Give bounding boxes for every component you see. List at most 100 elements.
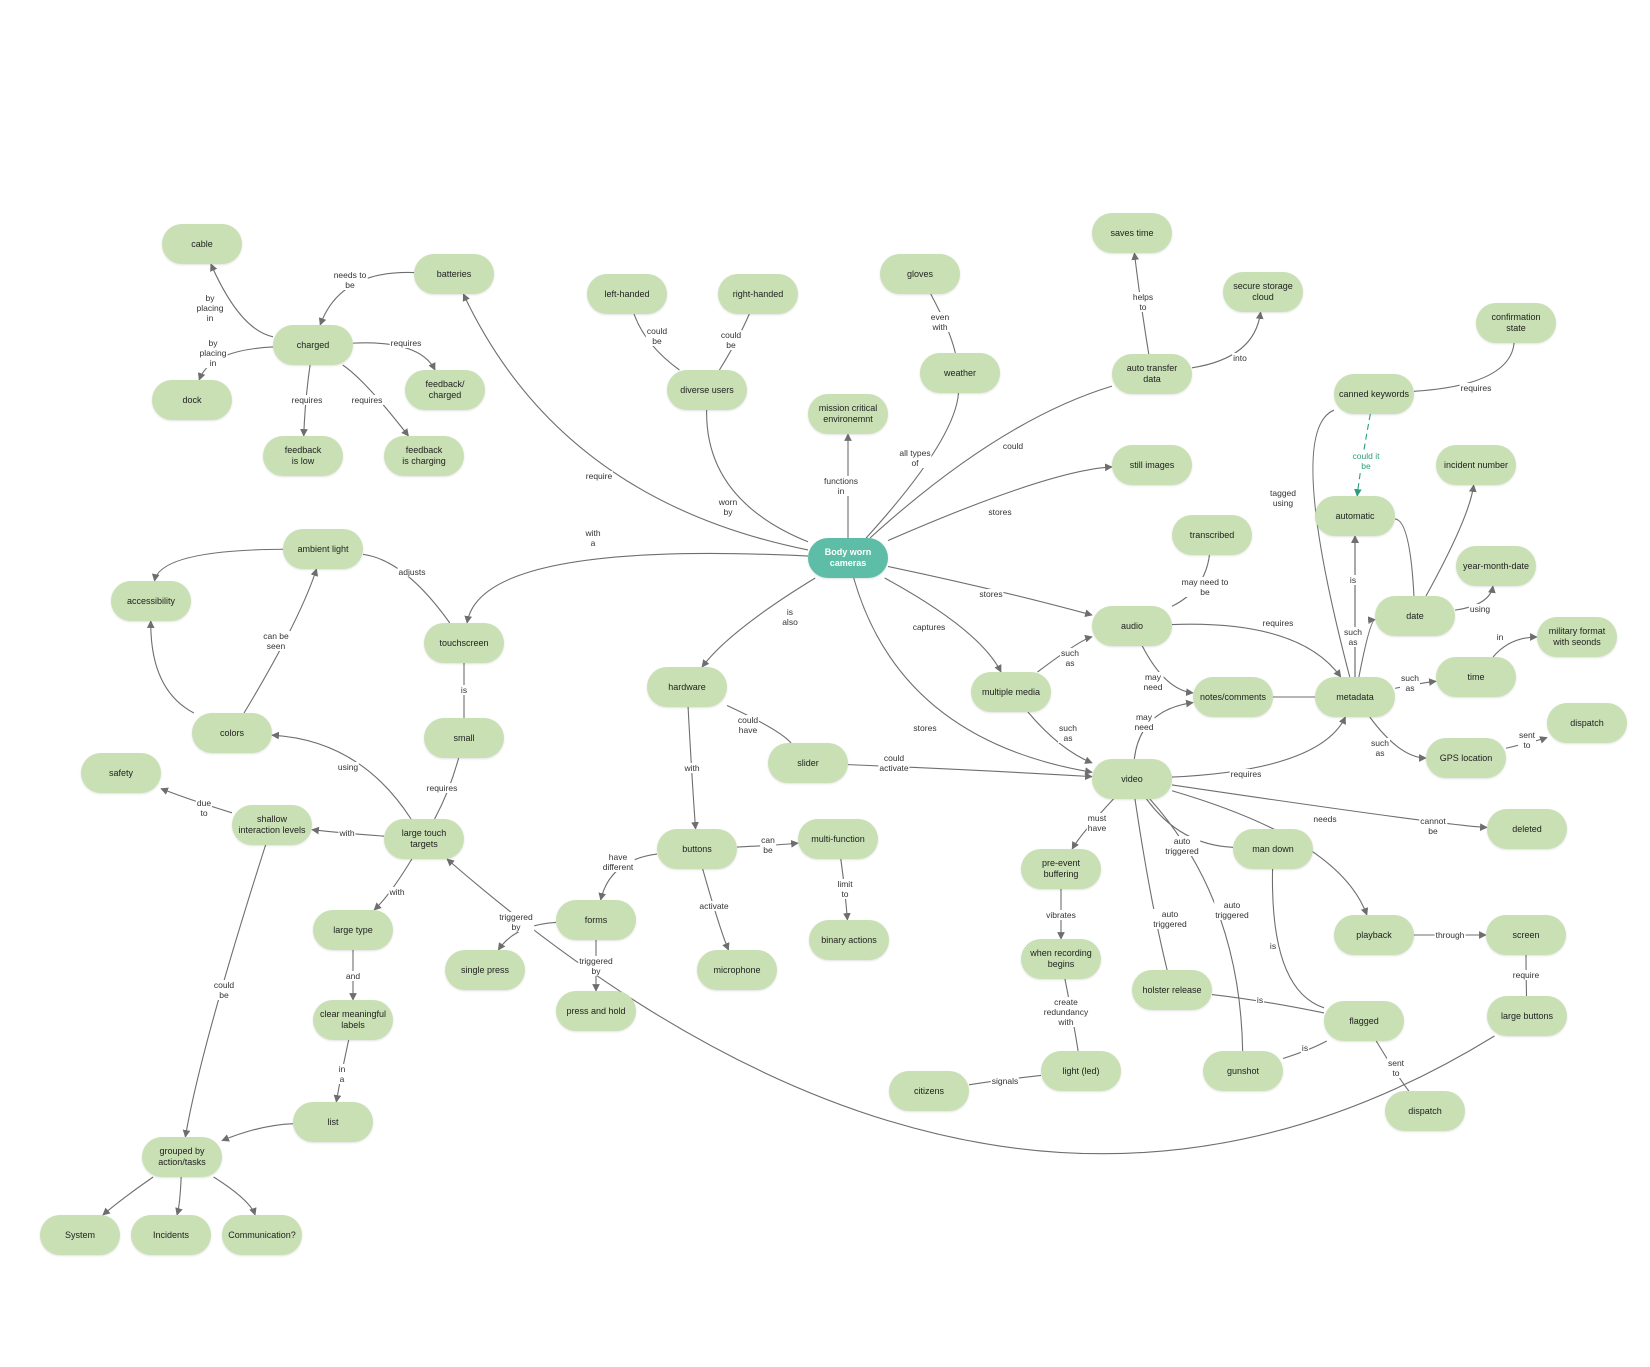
node-ymd[interactable]: year-month-date [1456, 546, 1536, 586]
node-incidents[interactable]: Incidents [131, 1215, 211, 1255]
node-fb_charged[interactable]: feedback/ charged [405, 370, 485, 410]
node-mandown[interactable]: man down [1233, 829, 1313, 869]
edge-label: by placing in [198, 338, 228, 368]
node-left[interactable]: left-handed [587, 274, 667, 314]
node-saves[interactable]: saves time [1092, 213, 1172, 253]
edge-label: may need [1142, 672, 1164, 692]
edge-date-incident [1425, 484, 1477, 597]
node-charged[interactable]: charged [273, 325, 353, 365]
node-dispatch1[interactable]: dispatch [1547, 703, 1627, 743]
node-autotransfer[interactable]: auto transfer data [1112, 354, 1192, 394]
node-time[interactable]: time [1436, 657, 1516, 697]
node-safety[interactable]: safety [81, 753, 161, 793]
node-automatic[interactable]: automatic [1315, 496, 1395, 536]
node-audio[interactable]: audio [1092, 606, 1172, 646]
node-light[interactable]: light (led) [1041, 1051, 1121, 1091]
edge-label: with [338, 828, 356, 838]
edge-shallow-safety [160, 787, 233, 814]
edge-label: is [1255, 995, 1265, 1005]
node-incident[interactable]: incident number [1436, 445, 1516, 485]
node-mission[interactable]: mission critical environemnt [808, 394, 888, 434]
node-slider[interactable]: slider [768, 743, 848, 783]
node-fb_low[interactable]: feedback is low [263, 436, 343, 476]
edge-label: sent to [1517, 730, 1537, 750]
node-accessibility[interactable]: accessibility [111, 581, 191, 621]
node-shallow[interactable]: shallow interaction levels [232, 805, 312, 845]
node-secure[interactable]: secure storage cloud [1223, 272, 1303, 312]
node-deleted[interactable]: deleted [1487, 809, 1567, 849]
node-preevent[interactable]: pre-event buffering [1021, 849, 1101, 889]
edge-label: using [1468, 604, 1492, 614]
node-fb_charging[interactable]: feedback is charging [384, 436, 464, 476]
node-grouped[interactable]: grouped by action/tasks [142, 1137, 222, 1177]
edge-label: could have [736, 715, 760, 735]
node-small[interactable]: small [424, 718, 504, 758]
edge-label: and [344, 971, 362, 981]
node-ambient[interactable]: ambient light [283, 529, 363, 569]
node-hardware[interactable]: hardware [647, 667, 727, 707]
node-metadata[interactable]: metadata [1315, 677, 1395, 717]
node-system[interactable]: System [40, 1215, 120, 1255]
node-playback[interactable]: playback [1334, 915, 1414, 955]
edge-canned-confirm [1413, 342, 1515, 392]
edge-label: worn by [717, 497, 739, 517]
node-diverse[interactable]: diverse users [667, 370, 747, 410]
edge-label: such as [1370, 738, 1390, 758]
edge-label: even with [929, 312, 951, 332]
node-military[interactable]: military format with seonds [1537, 617, 1617, 657]
node-canned[interactable]: canned keywords [1334, 374, 1414, 414]
edge-largetouch-largetype [373, 858, 413, 911]
node-gps[interactable]: GPS location [1426, 738, 1506, 778]
edge-label: in [1495, 632, 1505, 642]
node-single[interactable]: single press [445, 950, 525, 990]
node-forms[interactable]: forms [556, 900, 636, 940]
edge-body-still [887, 463, 1113, 542]
node-weather[interactable]: weather [920, 353, 1000, 393]
node-whenrec[interactable]: when recording begins [1021, 939, 1101, 979]
node-presshold[interactable]: press and hold [556, 991, 636, 1031]
node-clearlabels[interactable]: clear meaningful labels [313, 1000, 393, 1040]
edge-date-ymd [1454, 585, 1496, 611]
edge-charged-fb_charging [342, 364, 409, 437]
node-largebuttons[interactable]: large buttons [1487, 996, 1567, 1036]
node-communication[interactable]: Communication? [222, 1215, 302, 1255]
node-binary[interactable]: binary actions [809, 920, 889, 960]
node-gunshot[interactable]: gunshot [1203, 1051, 1283, 1091]
edge-label: triggered by [498, 912, 534, 932]
node-list[interactable]: list [293, 1102, 373, 1142]
edge-label: with a [584, 528, 602, 548]
node-transcribed[interactable]: transcribed [1172, 515, 1252, 555]
node-colors[interactable]: colors [192, 713, 272, 753]
node-multifunction[interactable]: multi-function [798, 819, 878, 859]
node-flagged[interactable]: flagged [1324, 1001, 1404, 1041]
node-notes[interactable]: notes/comments [1193, 677, 1273, 717]
node-still[interactable]: still images [1112, 445, 1192, 485]
edge-audio-metadata [1171, 623, 1342, 678]
node-gloves[interactable]: gloves [880, 254, 960, 294]
node-video[interactable]: video [1092, 759, 1172, 799]
node-holster[interactable]: holster release [1132, 970, 1212, 1010]
node-date[interactable]: date [1375, 596, 1455, 636]
node-screen[interactable]: screen [1486, 915, 1566, 955]
node-microphone[interactable]: microphone [697, 950, 777, 990]
node-buttons[interactable]: buttons [657, 829, 737, 869]
edge-body-touchscreen [464, 552, 809, 624]
edge-label: stores [987, 507, 1013, 517]
node-right[interactable]: right-handed [718, 274, 798, 314]
edge-label: signals [990, 1076, 1020, 1086]
edge-body-video [853, 577, 1093, 775]
node-body[interactable]: Body worn cameras [808, 538, 888, 578]
node-dispatch2[interactable]: dispatch [1385, 1091, 1465, 1131]
node-citizens[interactable]: citizens [889, 1071, 969, 1111]
node-largetype[interactable]: large type [313, 910, 393, 950]
node-dock[interactable]: dock [152, 380, 232, 420]
edge-label: have different [601, 852, 635, 872]
edge-label: could be [719, 330, 743, 350]
node-batteries[interactable]: batteries [414, 254, 494, 294]
node-touchscreen[interactable]: touchscreen [424, 623, 504, 663]
node-cable[interactable]: cable [162, 224, 242, 264]
node-largetouch[interactable]: large touch targets [384, 819, 464, 859]
node-confirm[interactable]: confirmation state [1476, 303, 1556, 343]
node-multimedia[interactable]: multiple media [971, 672, 1051, 712]
